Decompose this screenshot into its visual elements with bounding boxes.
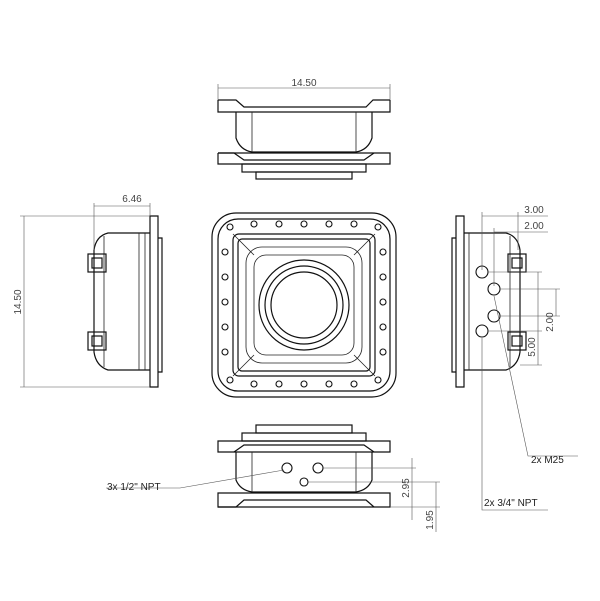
- right-boss-bottom-inner: [511, 335, 523, 347]
- top-lower-flange-inner: [218, 152, 375, 161]
- top-view: 14.50: [217, 78, 391, 180]
- bolt-hole: [250, 380, 258, 388]
- front-flange-outer: [211, 212, 397, 398]
- right-flange-plate: [455, 215, 465, 388]
- bolt-hole: [379, 298, 387, 306]
- bolt-hole: [250, 220, 258, 228]
- bottom-lower-flange-inner: [218, 499, 375, 508]
- npt-half-leader: [106, 469, 285, 489]
- left-boss-top-inner: [91, 257, 103, 269]
- front-flange-inner: [217, 218, 391, 392]
- top-body: [235, 112, 373, 153]
- bolt-hole: [350, 380, 358, 388]
- bolt-hole: [226, 223, 234, 231]
- npt-hole: [299, 477, 309, 487]
- bolt-hole: [275, 380, 283, 388]
- left-flange-lip: [158, 237, 163, 373]
- npt-hole: [312, 462, 324, 474]
- npt-hole: [281, 462, 293, 474]
- bottom-boss-tip: [255, 424, 353, 434]
- top-width-label: 14.50: [291, 78, 316, 89]
- bolt-hole: [350, 220, 358, 228]
- bottom-boss: [241, 432, 367, 442]
- front-chamfer-bl: [232, 354, 255, 377]
- port-hole: [475, 324, 489, 338]
- front-chamfer-tl: [232, 233, 255, 256]
- front-chamfer-br: [353, 354, 376, 377]
- left-boss-bottom-inner: [91, 335, 103, 347]
- front-body-outer: [232, 233, 376, 377]
- bolt-hole: [300, 220, 308, 228]
- bolt-hole: [221, 298, 229, 306]
- left-body: [93, 232, 150, 371]
- top-flange-inner: [218, 99, 390, 108]
- bolt-hole: [379, 348, 387, 356]
- front-bolt-holes: [221, 220, 387, 388]
- bolt-hole: [379, 273, 387, 281]
- right-boss-bottom: [507, 331, 527, 351]
- npt-half-callout: 3x 1/2" NPT: [107, 482, 161, 493]
- bolt-hole: [374, 376, 382, 384]
- top-lower-flange: [217, 152, 391, 165]
- npt34-leader: [481, 338, 548, 511]
- right-dim-a-label: 3.00: [524, 205, 544, 216]
- left-flange-plate: [149, 215, 159, 388]
- front-boss-outline: [245, 246, 363, 364]
- left-view: 6.46 14.50: [13, 194, 163, 388]
- front-port-outer: [258, 259, 350, 351]
- front-boss-inner: [253, 254, 355, 356]
- bolt-hole: [221, 323, 229, 331]
- top-boss-tip: [255, 171, 353, 180]
- right-dim-b-label: 2.00: [524, 221, 544, 232]
- bolt-hole: [325, 220, 333, 228]
- left-width-label: 6.46: [122, 194, 142, 205]
- left-height-label: 14.50: [13, 289, 24, 314]
- bolt-hole: [300, 380, 308, 388]
- front-chamfer-tr: [353, 233, 376, 256]
- bolt-hole: [221, 348, 229, 356]
- m25-callout: 2x M25: [531, 455, 564, 466]
- front-body-inner: [237, 238, 371, 372]
- right-dim-d-label: 5.00: [527, 337, 538, 357]
- bottom-body: [235, 452, 373, 493]
- bottom-upper-flange-inner: [233, 444, 375, 453]
- bolt-hole: [379, 248, 387, 256]
- m25-leader: [493, 295, 578, 457]
- top-boss: [241, 163, 367, 173]
- bottom-upper-flange: [217, 440, 391, 453]
- right-body: [464, 232, 521, 371]
- bolt-hole: [221, 273, 229, 281]
- bottom-dim-a-label: 2.95: [401, 478, 412, 498]
- front-port-inner: [270, 271, 338, 339]
- right-view: 3.00 2.00 2.00 5.00 2x M25 2x 3/4" NPT: [451, 205, 578, 511]
- left-boss-bottom: [87, 331, 107, 351]
- bolt-hole: [374, 223, 382, 231]
- bolt-hole: [275, 220, 283, 228]
- bottom-view: 3x 1/2" NPT 2.95 1.95: [106, 424, 440, 532]
- bolt-hole: [226, 376, 234, 384]
- right-boss-top: [507, 253, 527, 273]
- bolt-hole: [325, 380, 333, 388]
- left-boss-top: [87, 253, 107, 273]
- bottom-dim-b-label: 1.95: [425, 510, 436, 530]
- right-flange-lip: [451, 237, 456, 373]
- right-boss-top-inner: [511, 257, 523, 269]
- npt34-callout: 2x 3/4" NPT: [484, 498, 538, 509]
- front-view: [211, 212, 397, 398]
- bolt-hole: [221, 248, 229, 256]
- right-dim-c-label: 2.00: [545, 312, 556, 332]
- front-port-ring: [264, 265, 344, 345]
- top-flange-outer: [217, 100, 391, 113]
- bolt-hole: [379, 323, 387, 331]
